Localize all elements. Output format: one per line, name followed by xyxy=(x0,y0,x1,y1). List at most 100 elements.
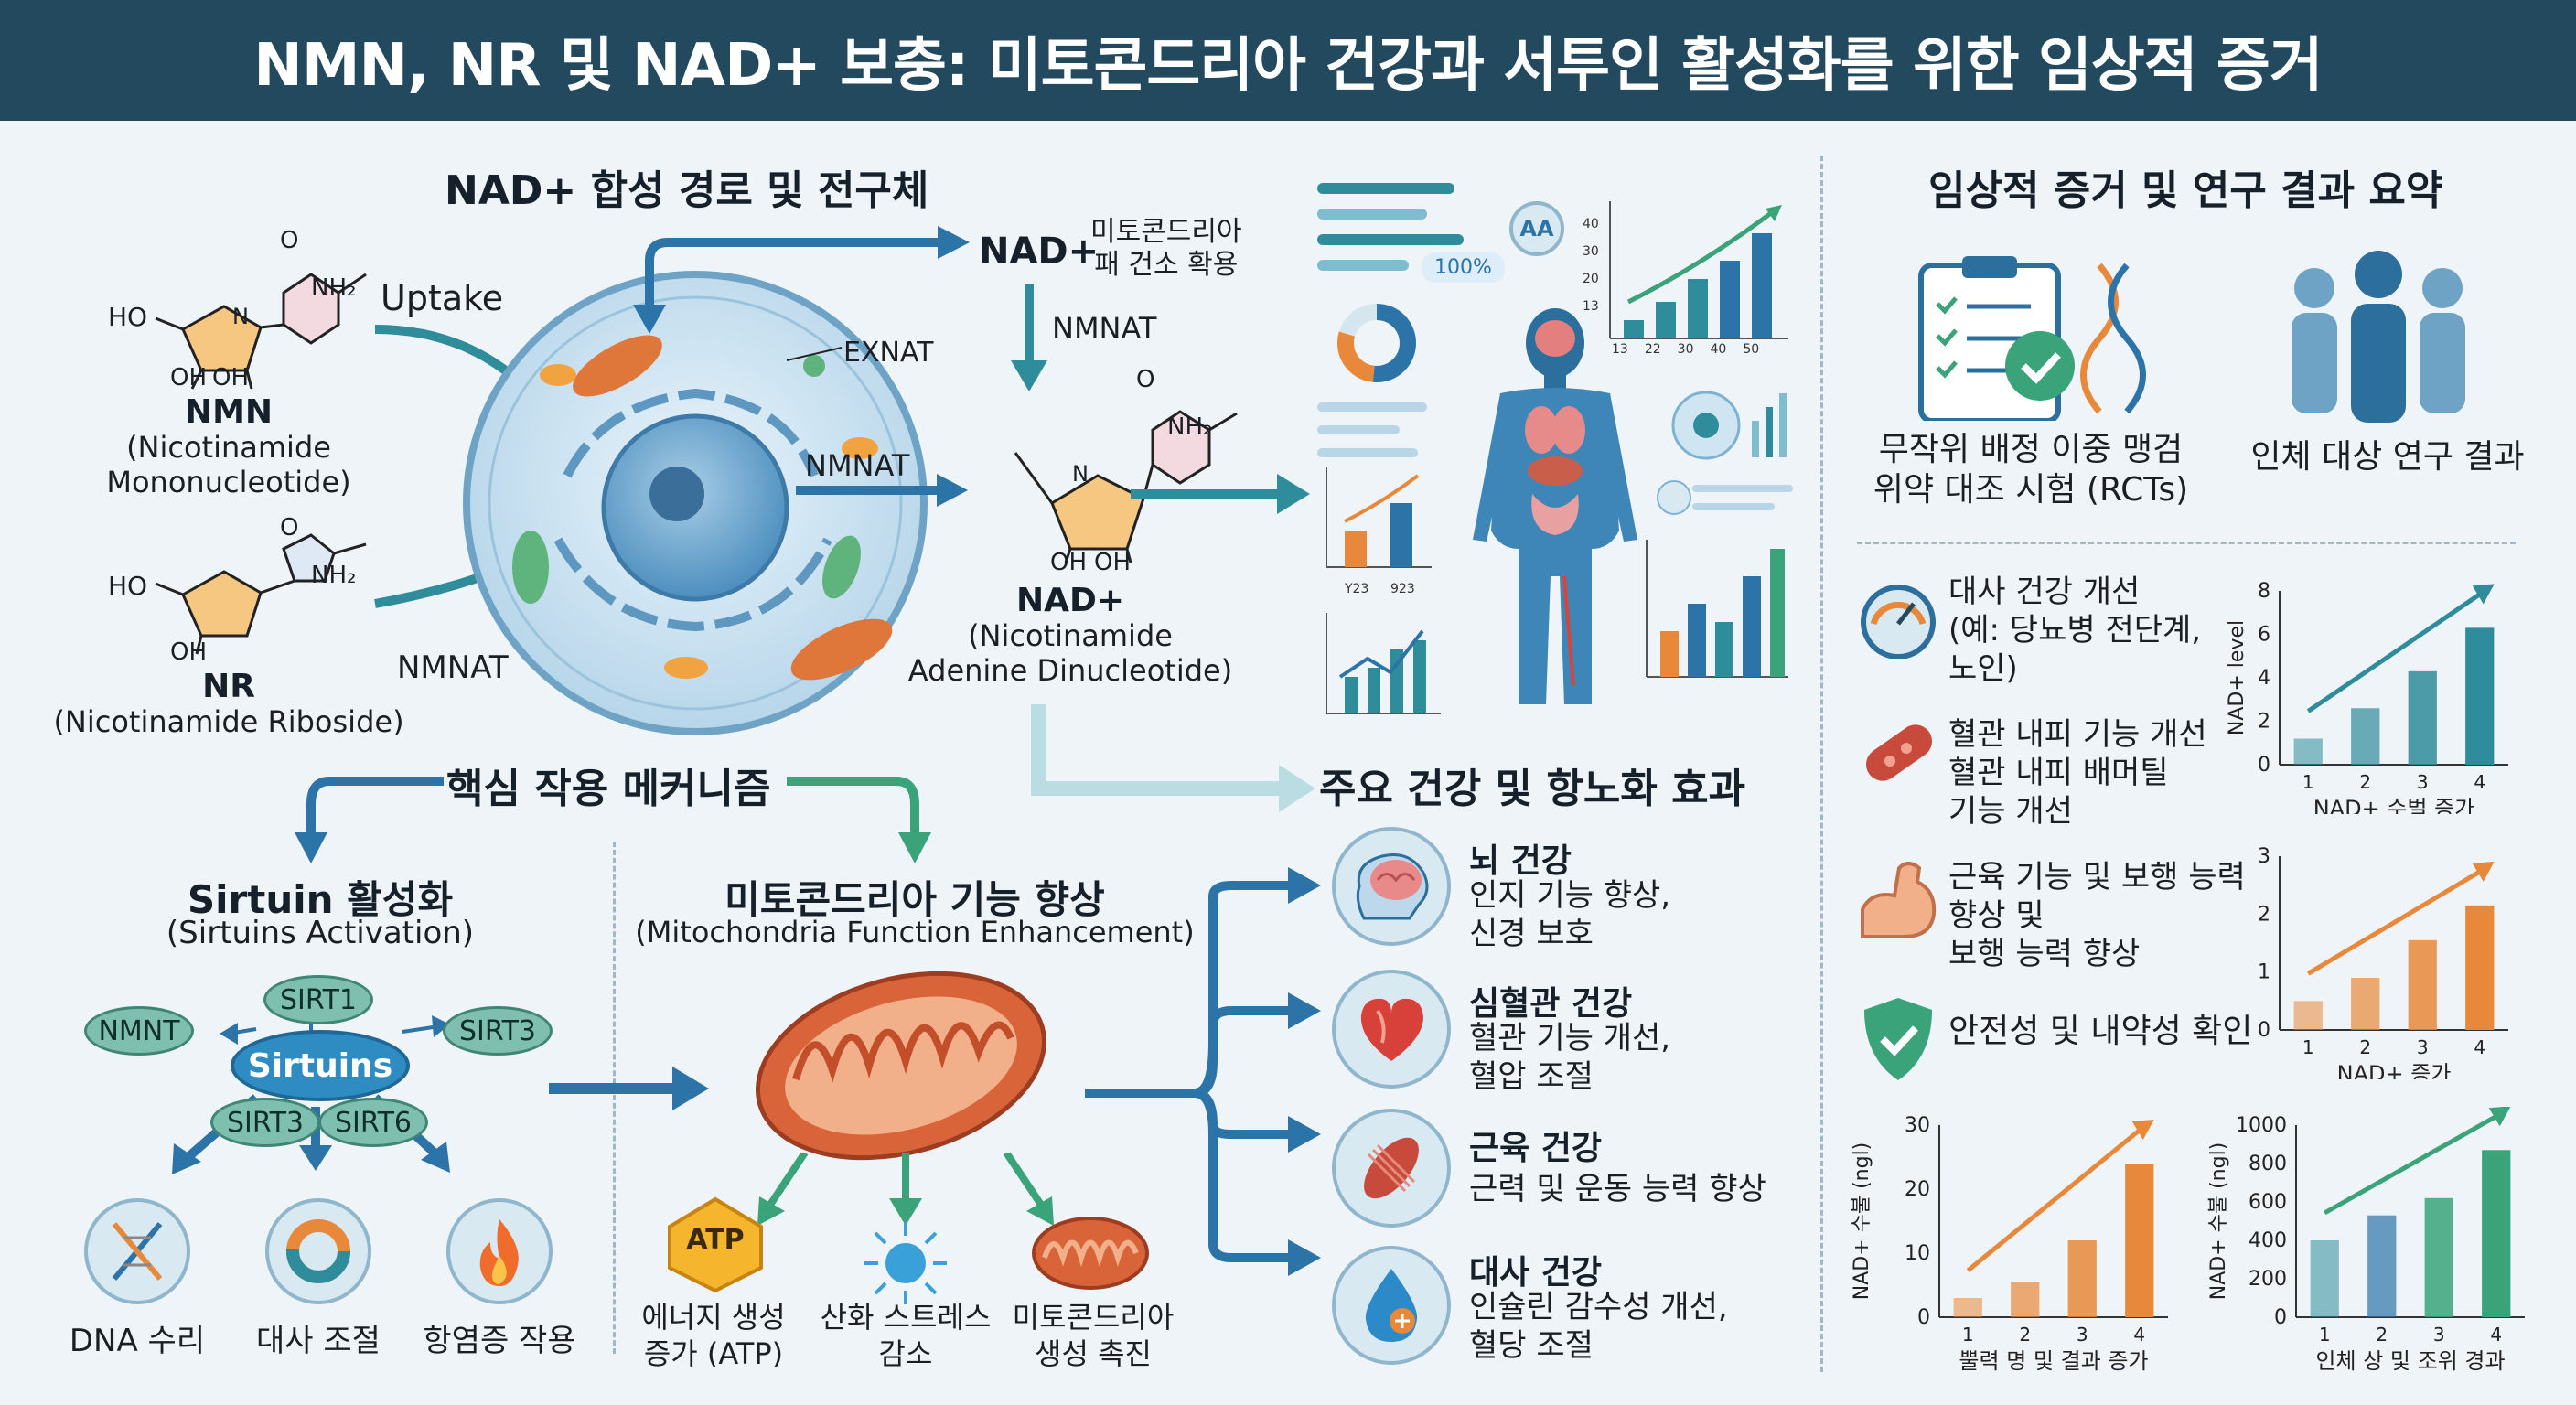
nad-top-label: NAD+ xyxy=(979,231,1100,273)
y-tick-label: 0 xyxy=(2258,754,2270,777)
human-body-icon xyxy=(1473,308,1637,704)
bar xyxy=(1953,1298,1982,1317)
x-tick-label: 1 xyxy=(2319,1324,2331,1346)
trend-arrow xyxy=(2324,1113,2499,1216)
nad-nh2: NH₂ xyxy=(1167,413,1213,441)
sirtuin-subtitle: (Sirtuins Activation) xyxy=(166,915,475,951)
right-arrow-nmnat xyxy=(796,474,968,507)
effect-title-metabolic: 대사 건강 xyxy=(1469,1254,1603,1292)
title-bar: NMN, NR 및 NAD+ 보충: 미토콘드리아 건강과 서투인 활성화를 위… xyxy=(0,0,2576,121)
tick-y-3: 13 xyxy=(1583,299,1599,314)
mito-outcome-biogenesis: 미토콘드리아 생성 촉진 xyxy=(1012,1300,1175,1371)
mini-x-1: 923 xyxy=(1390,582,1415,596)
bar xyxy=(2465,905,2495,1030)
nmn-oh-2: OH xyxy=(212,364,250,391)
blood-vessel-icon xyxy=(1865,724,1933,781)
x-axis-label: NAD+ 증가 xyxy=(2337,1061,2452,1079)
y-tick-label: 1000 xyxy=(2236,1114,2287,1137)
trend-arrow-head xyxy=(2472,861,2495,882)
tick-y-2: 20 xyxy=(1583,272,1599,286)
exnat-line xyxy=(787,347,843,361)
trend-arrow-head xyxy=(2472,584,2495,605)
tick-x-1: 22 xyxy=(1644,342,1661,357)
atp-icon xyxy=(668,1196,763,1293)
effect-desc-brain: 인지 기능 향상, 신경 보호 xyxy=(1469,877,1671,952)
x-tick-label: 4 xyxy=(2474,1036,2485,1058)
node-sirt1: SIRT1 xyxy=(263,975,373,1024)
y-tick-label: 600 xyxy=(2249,1191,2287,1214)
dna-icon xyxy=(84,1198,190,1304)
y-tick-label: 1 xyxy=(2258,961,2270,984)
nad-name: NAD+ xyxy=(1015,582,1125,619)
bar xyxy=(2011,1282,2040,1317)
node-sirt3-left: SIRT3 xyxy=(210,1098,320,1147)
tick-y-0: 40 xyxy=(1583,217,1599,231)
bar xyxy=(2067,1240,2097,1317)
arrow-to-infographic xyxy=(1131,474,1310,514)
y-tick-label: 3 xyxy=(2258,845,2270,868)
sirtuins-hub: Sirtuins xyxy=(231,1030,410,1101)
drop-icon xyxy=(1332,1246,1451,1365)
infographic-panel: AA 100% 40 30 20 13 13 22 30 40 50 xyxy=(1317,174,1793,723)
node-sirt3-right: SIRT3 xyxy=(443,1006,553,1056)
nmnat-label-mid: NMNAT xyxy=(805,448,910,483)
nad-n: N xyxy=(1072,461,1089,487)
x-axis-label: 인체 상 및 조위 경과 xyxy=(2315,1348,2505,1374)
mito-title: 미토콘드리아 기능 향상 xyxy=(724,877,1105,922)
percent-badge: 100% xyxy=(1422,252,1505,283)
brain-icon xyxy=(1332,827,1451,946)
tick-x-4: 50 xyxy=(1743,342,1760,357)
outcome-metabolism: 대사 조절 xyxy=(256,1323,381,1359)
nmn-n: N xyxy=(232,304,249,329)
x-tick-label: 2 xyxy=(2359,1036,2371,1058)
arrow-to-mito-organelle xyxy=(549,1067,709,1110)
outcome-dna-repair: DNA 수리 xyxy=(69,1323,206,1359)
muscle-icon xyxy=(1332,1109,1451,1228)
nmn-oh-1: OH xyxy=(170,364,208,391)
effects-branch-arrows xyxy=(1085,867,1321,1276)
fire-icon xyxy=(446,1198,553,1304)
nr-o: O xyxy=(280,514,299,542)
node-sirt6: SIRT6 xyxy=(318,1098,428,1147)
bar xyxy=(2125,1164,2154,1317)
bar xyxy=(2293,738,2323,765)
shield-check-icon xyxy=(1864,998,1932,1080)
mitochondria-small-icon xyxy=(1032,1217,1149,1290)
finding-muscle: 근육 기능 및 보행 능력 향상 및 보행 능력 향상 xyxy=(1948,859,2246,972)
nmn-full-name: (Nicotinamide Mononucleotide) xyxy=(106,430,351,499)
y-axis-label: NAD+ level xyxy=(2226,620,2249,735)
nmn-o: O xyxy=(280,227,299,254)
mito-outcome-atp: 에너지 생성 증가 (ATP) xyxy=(641,1300,786,1371)
mini-bar-chart-2 xyxy=(1326,467,1432,568)
cell-illustration-icon xyxy=(463,271,928,735)
finding-safety: 안전성 및 내약성 확인 xyxy=(1948,1013,2253,1050)
y-tick-label: 30 xyxy=(1905,1114,1930,1137)
divider-clinical xyxy=(1820,156,1823,1372)
exnat-label: EXNAT xyxy=(843,337,934,369)
heart-icon xyxy=(1332,970,1451,1089)
oxidative-stress-icon xyxy=(864,1222,947,1304)
x-tick-label: 4 xyxy=(2474,771,2485,793)
x-tick-label: 1 xyxy=(1962,1324,1974,1346)
effect-desc-cardio: 혈관 기능 개선, 혈압 조절 xyxy=(1469,1020,1671,1095)
synthesis-heading: NAD+ 합성 경로 및 전구체 xyxy=(445,167,929,214)
gauge-icon xyxy=(1861,585,1936,659)
people-icon xyxy=(2292,251,2465,423)
x-tick-label: 2 xyxy=(2359,771,2371,793)
trend-arrow xyxy=(2306,868,2484,976)
bar xyxy=(2408,939,2437,1030)
y-tick-label: 20 xyxy=(1905,1178,1930,1201)
x-axis-label: NAD+ 수벌 증가 xyxy=(2313,796,2475,814)
bar xyxy=(2424,1197,2453,1317)
text-lines-icon-2 xyxy=(1317,402,1427,457)
nmn-ho: HO xyxy=(108,302,148,332)
page-title: NMN, NR 및 NAD+ 보충: 미토콘드리아 건강과 서투인 활성화를 위… xyxy=(253,32,2323,100)
x-tick-label: 1 xyxy=(2302,771,2314,793)
tick-x-2: 30 xyxy=(1677,342,1694,357)
bar xyxy=(2351,978,2380,1030)
trend-arrow-head xyxy=(2131,1120,2154,1140)
sirtuin-title: Sirtuin 활성화 xyxy=(187,877,454,922)
metabolism-icon xyxy=(265,1198,371,1304)
